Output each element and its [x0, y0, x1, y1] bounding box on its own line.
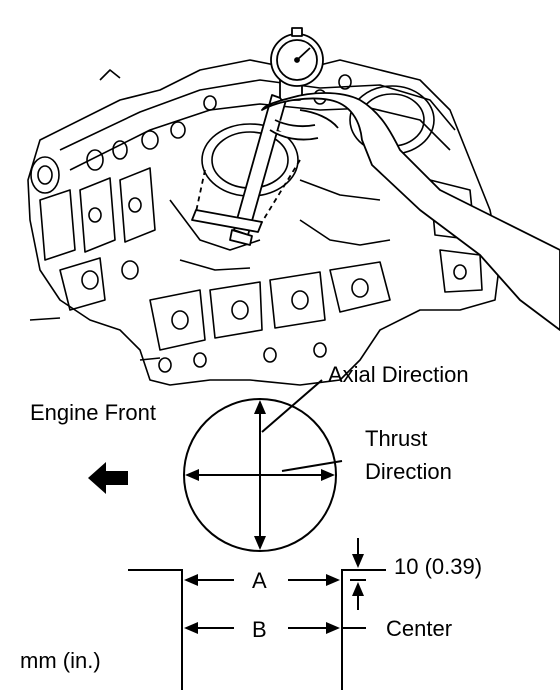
- thrust-label-line1: Thrust: [365, 426, 427, 451]
- units-label: mm (in.): [20, 648, 101, 673]
- center-label: Center: [386, 616, 452, 641]
- arrow-left-icon: [88, 462, 128, 494]
- axial-leader-line: [261, 379, 323, 433]
- dimension-b-arrowheads: [184, 622, 340, 634]
- dimension-label: 10 (0.39): [394, 554, 482, 579]
- position-b-label: B: [252, 617, 267, 642]
- cylinder-cross-section: [128, 569, 386, 690]
- cylinder-gauge-illustration: [191, 27, 560, 331]
- position-a-label: A: [252, 568, 267, 593]
- offset-arrowheads: [352, 554, 364, 596]
- engine-front-label: Engine Front: [30, 400, 156, 425]
- axial-direction-label: Axial Direction: [328, 362, 469, 387]
- thrust-label-line2: Direction: [365, 459, 452, 484]
- bore-circle-diagram: [183, 398, 337, 552]
- bore-arrowheads: [185, 400, 335, 550]
- dimension-a-arrowheads: [184, 574, 340, 586]
- thrust-leader-line: [281, 460, 343, 472]
- offset-indicator: [350, 538, 366, 610]
